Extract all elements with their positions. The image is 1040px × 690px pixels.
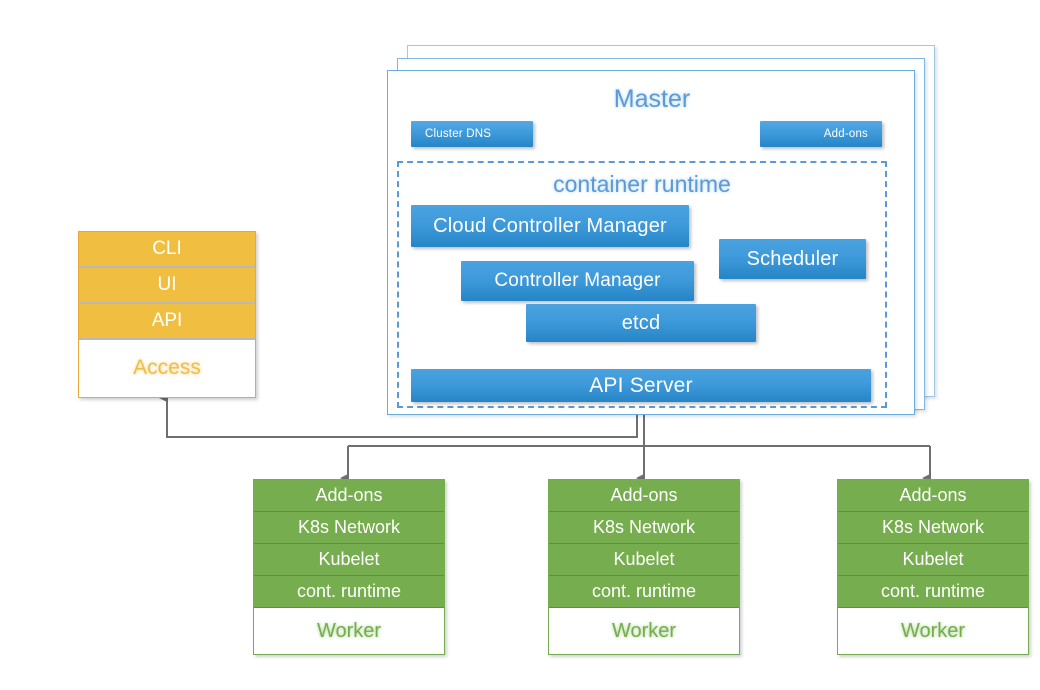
worker-title: Worker: [549, 608, 739, 654]
worker-row-kubelet[interactable]: Kubelet: [254, 544, 444, 576]
container-runtime-label: container runtime: [553, 171, 731, 197]
worker-title: Worker: [254, 608, 444, 654]
access-title: Access: [79, 340, 255, 395]
worker-node-2: Add-ons K8s Network Kubelet cont. runtim…: [548, 479, 740, 655]
worker-row-k8s-network[interactable]: K8s Network: [549, 512, 739, 544]
worker-title: Worker: [838, 608, 1028, 654]
worker-row-kubelet[interactable]: Kubelet: [838, 544, 1028, 576]
worker-row-kubelet[interactable]: Kubelet: [549, 544, 739, 576]
access-row-cli[interactable]: CLI: [79, 232, 255, 268]
worker-row-addons[interactable]: Add-ons: [549, 480, 739, 512]
api-server-box[interactable]: API Server: [411, 369, 871, 402]
worker-row-addons[interactable]: Add-ons: [838, 480, 1028, 512]
worker-row-cont-runtime[interactable]: cont. runtime: [838, 576, 1028, 608]
worker-row-addons[interactable]: Add-ons: [254, 480, 444, 512]
worker-row-cont-runtime[interactable]: cont. runtime: [254, 576, 444, 608]
worker-row-k8s-network[interactable]: K8s Network: [838, 512, 1028, 544]
access-row-ui[interactable]: UI: [79, 268, 255, 304]
master-card: Master Cluster DNS Add-ons container run…: [387, 70, 915, 415]
controller-manager-box[interactable]: Controller Manager: [461, 261, 694, 301]
cloud-controller-manager-box[interactable]: Cloud Controller Manager: [411, 205, 689, 247]
access-row-api[interactable]: API: [79, 304, 255, 340]
scheduler-box[interactable]: Scheduler: [719, 239, 866, 279]
worker-row-k8s-network[interactable]: K8s Network: [254, 512, 444, 544]
cluster-dns-box[interactable]: Cluster DNS: [411, 121, 533, 147]
etcd-box[interactable]: etcd: [526, 304, 756, 342]
worker-node-3: Add-ons K8s Network Kubelet cont. runtim…: [837, 479, 1029, 655]
worker-row-cont-runtime[interactable]: cont. runtime: [549, 576, 739, 608]
worker-node-1: Add-ons K8s Network Kubelet cont. runtim…: [253, 479, 445, 655]
access-stack: CLI UI API Access: [78, 231, 256, 398]
master-title: Master: [613, 85, 691, 113]
master-addons-box[interactable]: Add-ons: [760, 121, 882, 147]
container-runtime-region: container runtime: [397, 161, 887, 408]
